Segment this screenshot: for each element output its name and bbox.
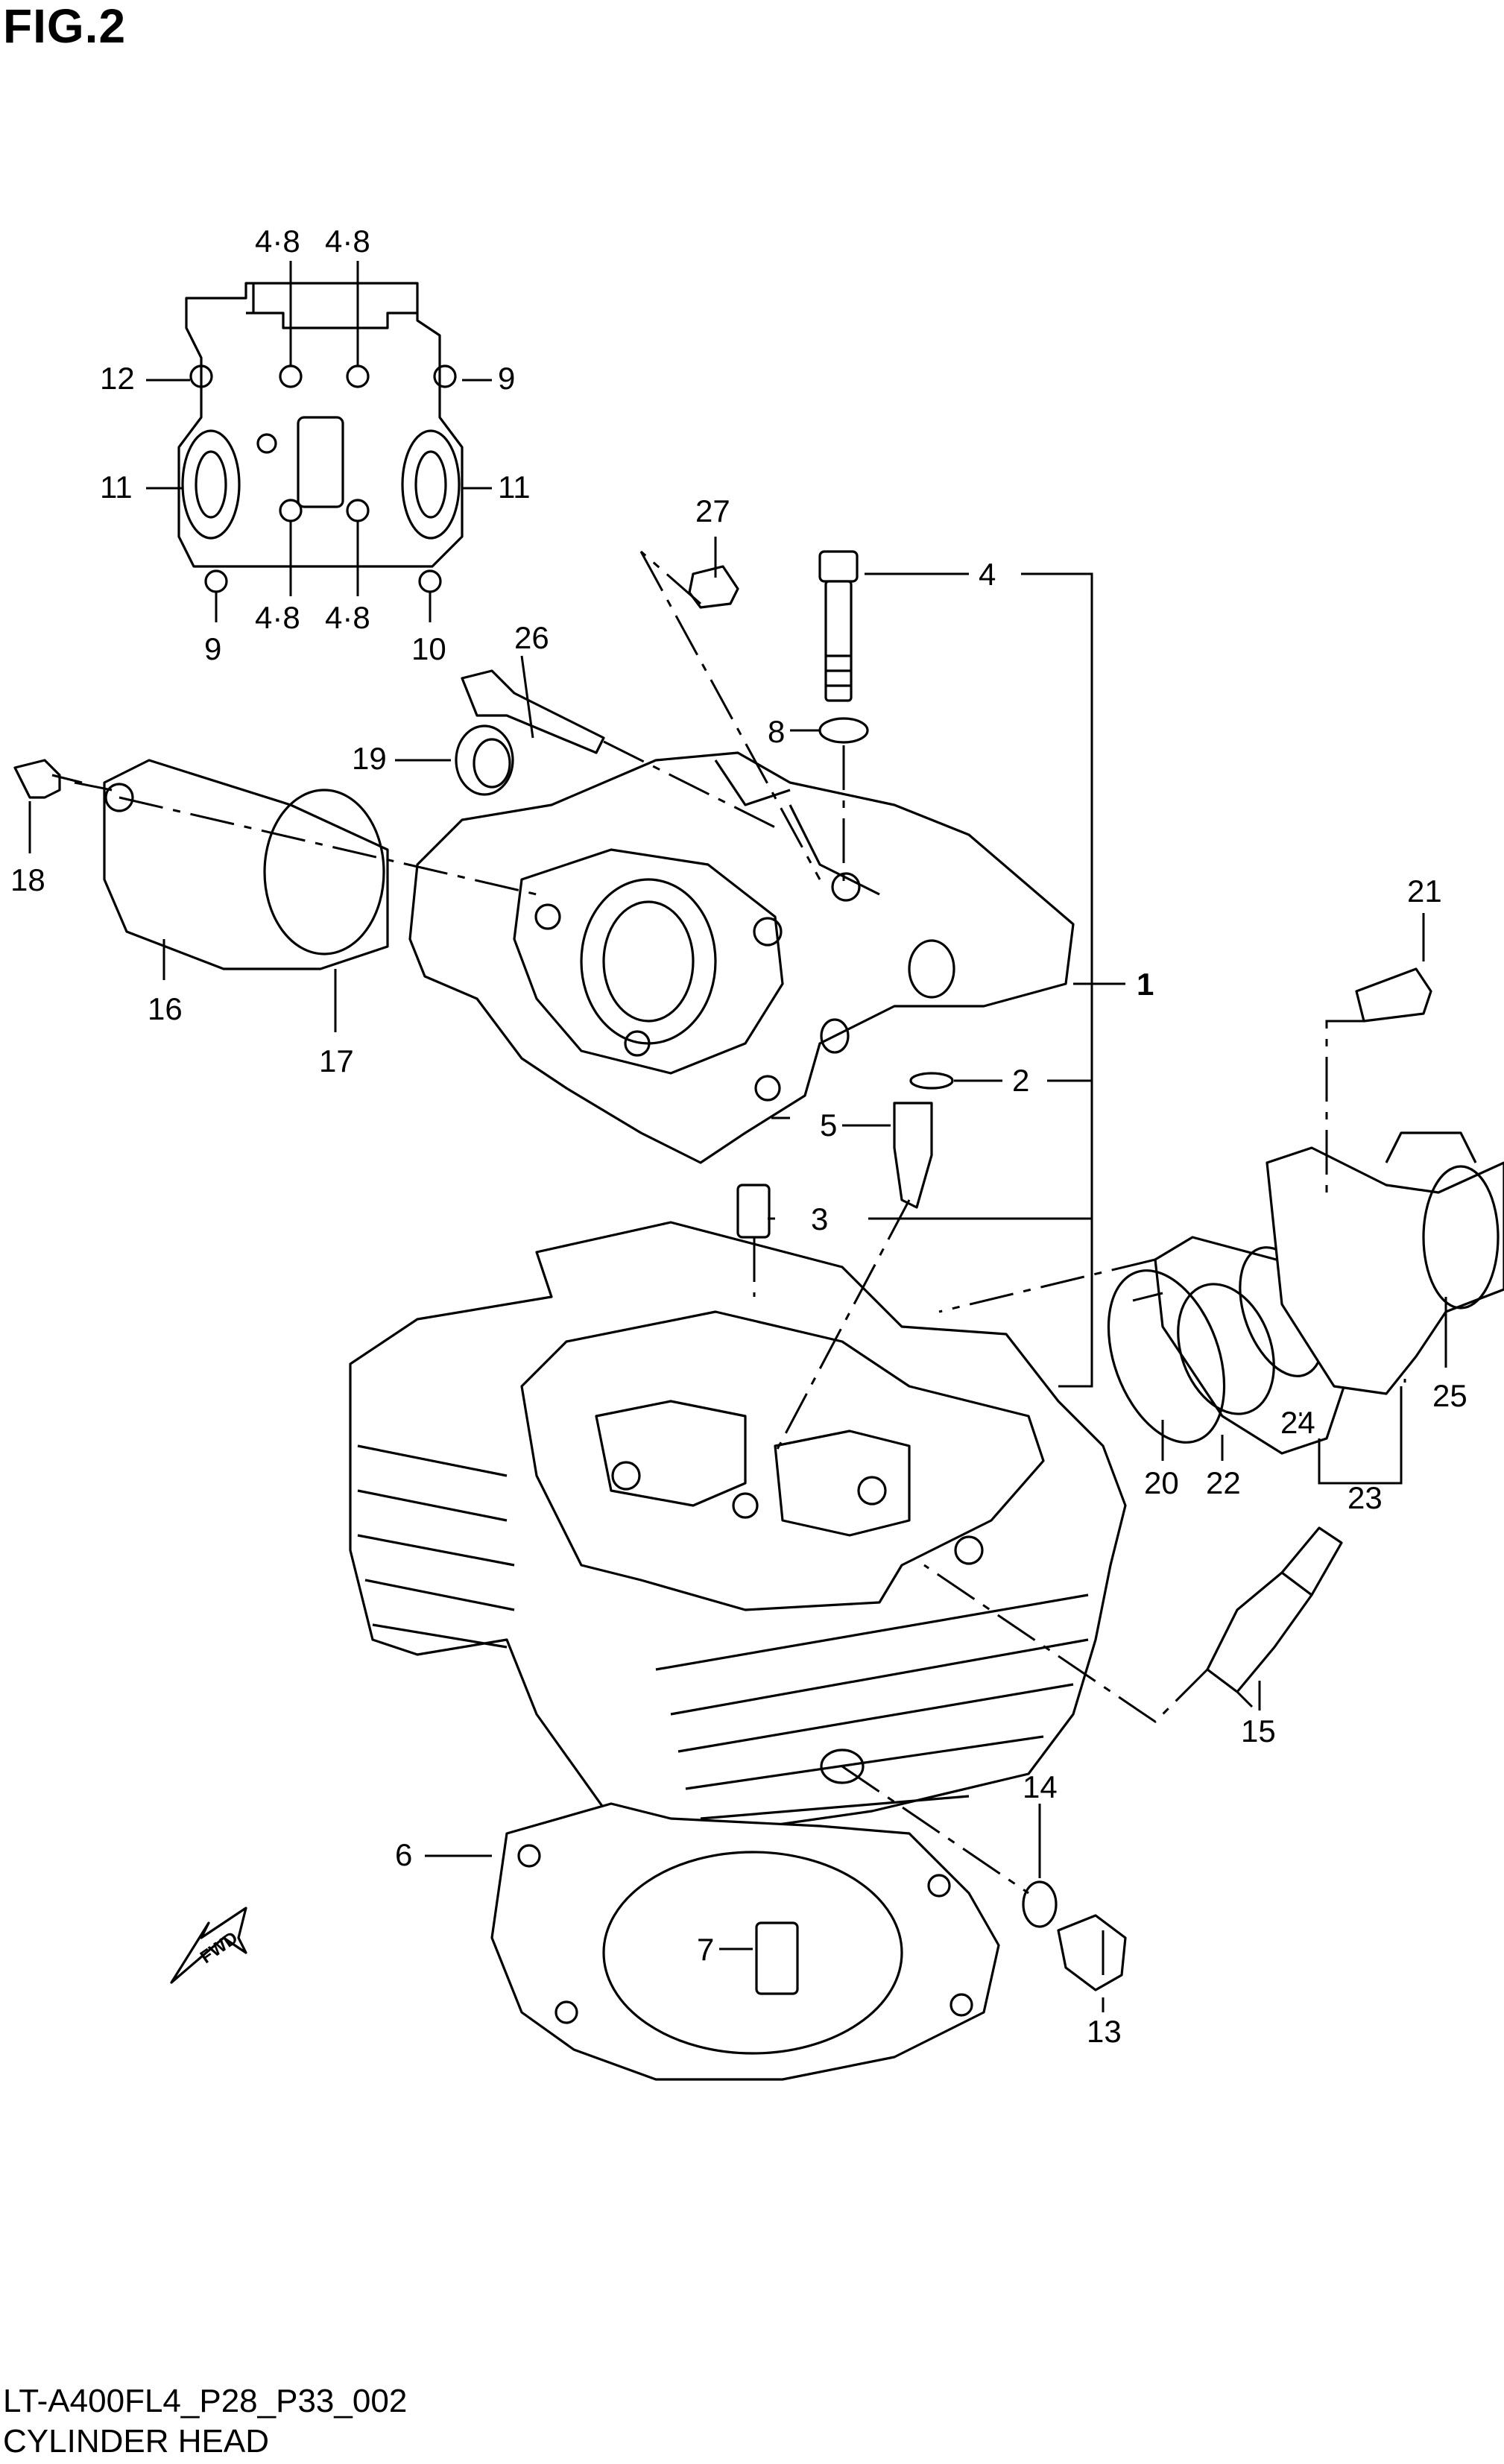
- label-17: 17: [319, 1043, 354, 1078]
- label-18: 18: [10, 862, 45, 897]
- stud-bolt-4: [818, 550, 859, 702]
- label-11-b: 11: [498, 470, 531, 505]
- dowel-pin-3: [736, 1184, 771, 1239]
- bolt-21: [1355, 967, 1432, 1023]
- cylinder-head-body: [349, 1221, 1127, 1835]
- spark-plug-15: [1206, 1526, 1343, 1693]
- cylinder-head-gasket: [490, 1802, 1000, 2081]
- cylinder-head-cover: [408, 751, 1075, 1164]
- gasket-14: [1022, 1880, 1058, 1928]
- bolt-26: [461, 669, 605, 754]
- oil-seal-19: [455, 724, 514, 796]
- label-10: 10: [411, 631, 446, 666]
- forward-direction-arrow: FWD: [170, 1907, 247, 1984]
- o-ring-2: [909, 1072, 954, 1090]
- label-26: 26: [514, 620, 549, 655]
- clamp-25: [1385, 1131, 1477, 1163]
- label-16: 16: [148, 991, 183, 1026]
- diagram-name: CYLINDER HEAD: [3, 2423, 269, 2460]
- label-27: 27: [695, 493, 730, 528]
- label-8: 8: [768, 714, 785, 749]
- label-9-b: 9: [204, 631, 221, 666]
- label-5: 5: [820, 1108, 837, 1143]
- leader-lines: [28, 261, 1447, 2012]
- label-11-a: 11: [100, 470, 133, 505]
- label-25: 25: [1432, 1378, 1467, 1413]
- label-14: 14: [1023, 1769, 1058, 1804]
- label-12: 12: [100, 361, 135, 396]
- label-7: 7: [697, 1932, 714, 1967]
- valve-guide-5: [893, 1102, 933, 1209]
- bolt-18: [13, 759, 83, 799]
- bolt-tightening-inset: [177, 282, 464, 593]
- label-20: 20: [1144, 1465, 1179, 1500]
- label-2: 2: [1012, 1063, 1029, 1098]
- label-6: 6: [395, 1837, 412, 1872]
- washer-8: [818, 717, 869, 744]
- label-22: 22: [1206, 1465, 1241, 1500]
- label-15: 15: [1241, 1713, 1276, 1749]
- label-24: 24: [1280, 1405, 1315, 1440]
- dash-dot-center-lines: [74, 550, 1364, 1895]
- dowel-pin-7: [755, 1921, 799, 1995]
- label-4-8-d: 4·8: [325, 600, 370, 635]
- label-4-8-c: 4·8: [255, 600, 300, 635]
- cover-16: [103, 759, 389, 970]
- part-number-labels: 4·8 4·8 12 9 11 11 4·8 4·8 9 10 27 4 26 …: [10, 224, 1467, 2049]
- label-19: 19: [352, 741, 387, 776]
- figure-title: FIG.2: [3, 0, 127, 53]
- label-3: 3: [811, 1201, 828, 1236]
- plug-13: [1057, 1914, 1127, 1991]
- label-4-8-b: 4·8: [325, 224, 370, 259]
- o-ring-20: [1107, 1269, 1226, 1444]
- label-21: 21: [1407, 874, 1442, 909]
- label-4-8-a: 4·8: [255, 224, 300, 259]
- diagram-code: LT-A400FL4_P28_P33_002: [3, 2383, 408, 2419]
- label-1: 1: [1137, 967, 1154, 1002]
- label-9-a: 9: [498, 361, 515, 396]
- label-4: 4: [979, 557, 996, 592]
- intake-pipe-23: [1266, 1146, 1504, 1395]
- label-13: 13: [1087, 2014, 1122, 2049]
- label-23: 23: [1347, 1480, 1383, 1515]
